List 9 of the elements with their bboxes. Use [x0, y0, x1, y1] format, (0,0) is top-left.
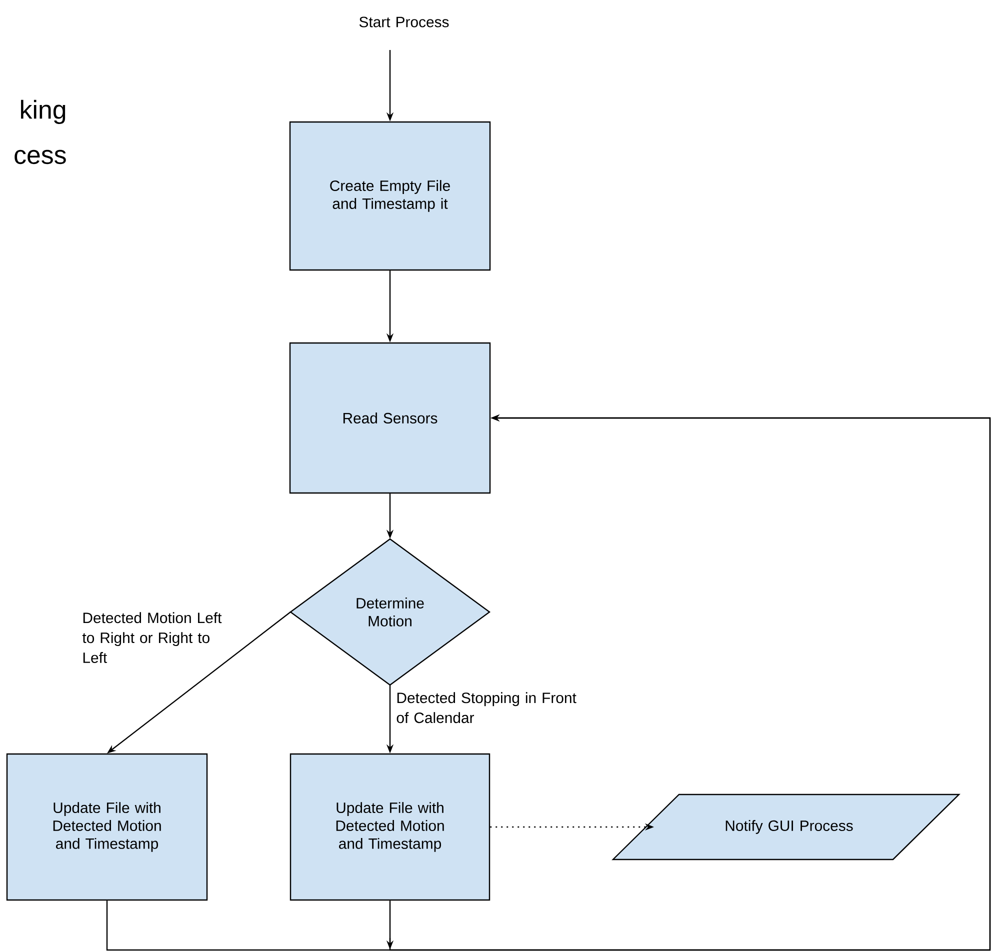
title-fragment: cess	[14, 150, 66, 164]
edge-label: Detected Stopping in Front of Calendar	[396, 692, 576, 724]
process-box: Update File with Detected Motion and Timestamp	[6, 753, 208, 901]
start-label: Start Process	[359, 16, 449, 28]
process-box: Read Sensors	[289, 342, 491, 494]
process-box: Create Empty File and Timestamp it	[289, 121, 491, 271]
process-box: Update File with Detected Motion and Timestamp	[290, 753, 490, 901]
edge-label: Detected Motion Left to Right or Right to Left	[82, 612, 222, 663]
title-fragment: king	[21, 100, 66, 124]
